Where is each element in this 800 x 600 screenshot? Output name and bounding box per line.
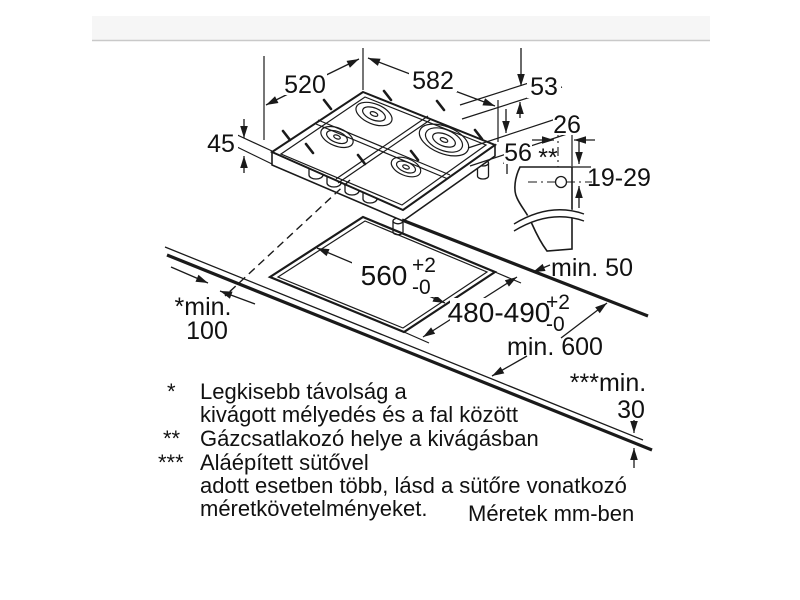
- footnote-dstar-marker: **: [163, 426, 181, 451]
- worktop: [164, 179, 653, 452]
- hob-grate-prongs: [281, 89, 484, 166]
- footnote-tstar-marker: ***: [158, 450, 184, 475]
- footnote-tstar-line1: Aláépített sütővel: [200, 450, 369, 475]
- worktop-front-edge-thick: [166, 253, 653, 452]
- dim-53-label: 53: [530, 73, 558, 101]
- dim-19-29: 19-29: [575, 141, 651, 208]
- min-600-label: min. 600: [507, 333, 603, 361]
- dim-560-tol-plus: +2: [412, 254, 436, 277]
- gas-marker-label: **: [538, 144, 558, 172]
- dim-19-29-label: 19-29: [587, 164, 651, 192]
- min-30-label-a: ***min.: [570, 369, 646, 397]
- min-50-label: min. 50: [551, 254, 633, 282]
- min-100-label-b: 100: [186, 317, 228, 345]
- gas-connection-profile: [511, 128, 592, 252]
- dim-480-490-tol-plus: +2: [546, 291, 570, 314]
- dim-480-490: 480-490 +2 -0: [422, 276, 570, 338]
- dim-45: 45: [205, 119, 273, 173]
- dim-480-490-tol-minus: -0: [546, 313, 565, 336]
- burner-rear: [355, 101, 393, 127]
- min-100-label-a: *min.: [175, 293, 232, 321]
- burner-wok-right: [418, 123, 470, 157]
- dim-min-50: min. 50: [532, 254, 633, 282]
- dim-582-label: 582: [412, 67, 454, 95]
- dim-min-100: *min. 100: [170, 266, 256, 345]
- footnote-dstar-line1: Gázcsatlakozó helye a kivágásban: [200, 426, 539, 451]
- dim-560-label: 560: [361, 260, 408, 291]
- dim-520: 520: [263, 48, 364, 140]
- burner-left: [320, 125, 354, 149]
- dim-582: 582: [367, 57, 499, 142]
- dim-26-label: 26: [553, 111, 581, 139]
- dim-56-label: 56: [504, 139, 532, 167]
- dim-560: 560 +2 -0: [316, 247, 447, 304]
- footnote-star-line2: kivágott mélyedés és a fal között: [200, 402, 518, 427]
- footnote-tstar-line3: méretkövetelményeket.: [200, 496, 427, 521]
- dim-min-600: min. 600: [491, 302, 608, 377]
- units-note: Méretek mm-ben: [468, 501, 634, 526]
- dim-53: 53: [459, 48, 563, 120]
- page-top-band: [92, 16, 710, 40]
- dim-26: 26: [532, 111, 595, 144]
- dim-45-label: 45: [207, 130, 235, 158]
- footnote-tstar-line2: adott esetben több, lásd a sütőre vonatk…: [200, 473, 627, 498]
- hob-top-surface: [269, 90, 498, 212]
- dim-56: 56: [467, 109, 568, 174]
- dim-480-490-label: 480-490: [448, 297, 551, 328]
- profile-shape: [514, 166, 573, 252]
- burner-front: [390, 156, 422, 178]
- footnotes: * Legkisebb távolság a kivágott mélyedés…: [158, 379, 634, 526]
- projection-dashed-line: [224, 179, 351, 297]
- worktop-rear-edge: [401, 218, 649, 318]
- min-30-label-b: 30: [617, 396, 645, 424]
- hob-grate-dividers: [315, 115, 451, 184]
- dim-520-label: 520: [284, 71, 326, 99]
- worktop-front-edge-thin: [164, 246, 644, 441]
- dim-560-tol-minus: -0: [412, 276, 431, 299]
- footnote-star-marker: *: [167, 379, 176, 404]
- footnote-star-line1: Legkisebb távolság a: [200, 379, 407, 404]
- cutout-inner: [276, 220, 489, 329]
- gas-pipe-hole: [554, 175, 568, 189]
- hob-drawing: [269, 89, 498, 236]
- dim-min-30: ***min. 30: [570, 369, 646, 468]
